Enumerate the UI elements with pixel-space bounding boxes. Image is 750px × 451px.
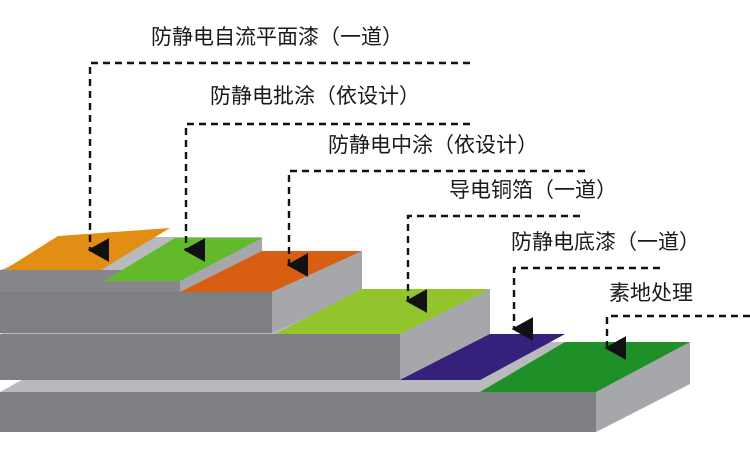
leader-line-intermediate-coat <box>286 169 585 277</box>
band-self-leveling-topcoat <box>4 228 170 270</box>
base-slab-front <box>0 392 596 432</box>
top-slab-side <box>180 237 262 292</box>
band-batch-coat <box>104 238 262 281</box>
label-batch-coat: 防静电批涂（依设计） <box>210 84 420 108</box>
label-primer: 防静电底漆（一道） <box>511 230 700 254</box>
band-primer <box>400 334 565 380</box>
leader-line-primer <box>511 266 660 341</box>
label-self-leveling-topcoat: 防静电自流平面漆（一道） <box>151 25 403 49</box>
upper-slab-front <box>0 292 272 333</box>
middle-slab-front <box>0 334 400 380</box>
base-slab-side <box>596 342 690 432</box>
band-intermediate-coat <box>180 251 362 292</box>
label-substrate-treatment: 素地处理 <box>609 281 693 305</box>
leader-line-self-leveling-topcoat <box>87 61 470 262</box>
middle-slab-side <box>400 289 490 380</box>
label-intermediate-coat: 防静电中涂（依设计） <box>328 133 538 157</box>
upper-slab-side <box>272 251 362 333</box>
band-substrate-treatment <box>480 342 690 392</box>
leader-line-copper-foil <box>405 214 580 313</box>
band-copper-foil <box>275 289 490 334</box>
label-copper-foil: 导电铜箔（一道） <box>449 178 617 202</box>
